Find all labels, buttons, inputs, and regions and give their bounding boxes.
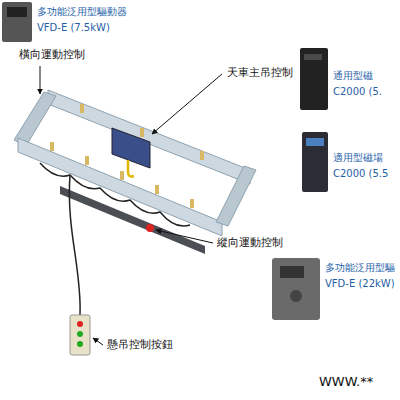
drive-name: 多功能泛用型驅動器 xyxy=(36,6,128,18)
drive-model: C2000 (5. xyxy=(332,86,383,98)
watermark: WWW.** xyxy=(318,374,374,390)
drive-name: 通用型磁 xyxy=(332,70,374,82)
pendant-label: 懸吊控制按鈕 xyxy=(106,338,174,351)
motion-label: 天車主吊控制 xyxy=(226,66,294,79)
drive-model: VFD-E (22kW) xyxy=(324,278,396,290)
drive-model: C2000 (5.5 xyxy=(332,168,389,180)
motion-label: 橫向運動控制 xyxy=(18,48,86,61)
crane-figure xyxy=(14,90,256,355)
leader-line xyxy=(40,66,222,345)
drive-picture xyxy=(2,2,328,320)
drive-name: 多功能泛用型驅 xyxy=(324,262,396,274)
drive-name: 適用型磁場 xyxy=(332,152,384,164)
motion-label: 縱向運動控制 xyxy=(216,236,284,249)
drive-model: VFD-E (7.5kW) xyxy=(36,22,111,34)
